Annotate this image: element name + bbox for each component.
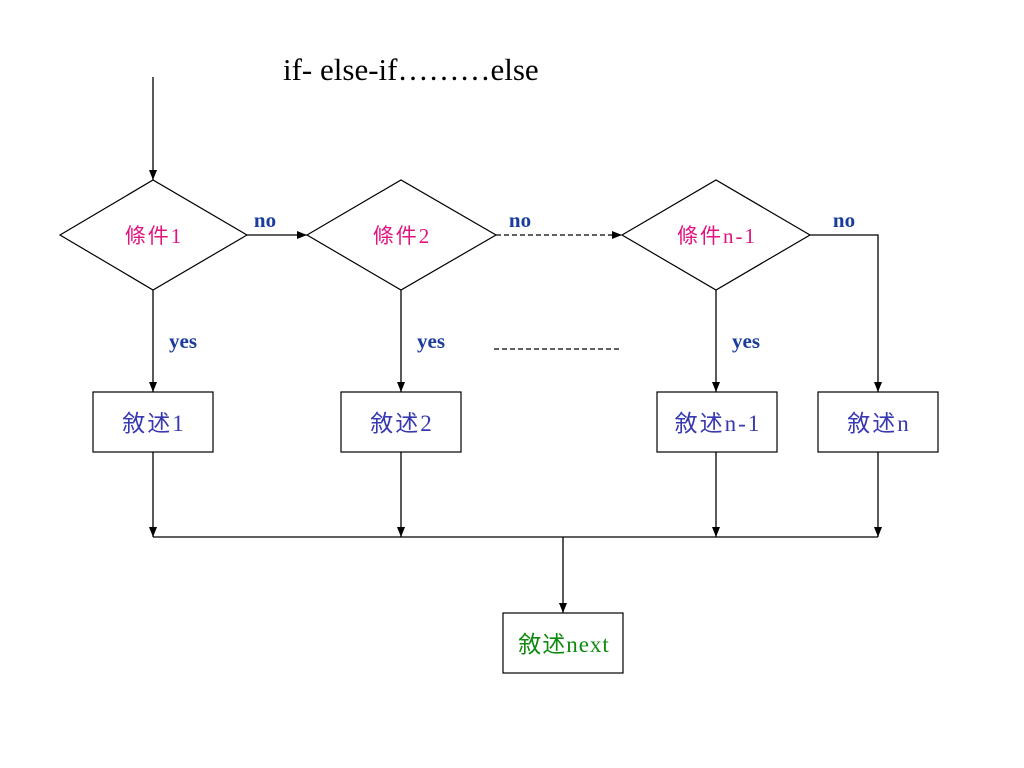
no-label-3: no xyxy=(833,208,855,232)
yes-label-2: yes xyxy=(417,329,445,353)
statement-2-label: 敘述2 xyxy=(370,411,434,436)
condition-2-label: 條件2 xyxy=(373,224,432,248)
statement-2: 敘述2 xyxy=(340,391,462,453)
condition-n-1: 條件n-1 xyxy=(620,179,812,291)
no-label-2: no xyxy=(509,208,531,232)
statement-n-1-label: 敘述n-1 xyxy=(675,411,762,436)
statement-next: 敘述next xyxy=(502,612,624,674)
statement-1-label: 敘述1 xyxy=(122,411,186,436)
yes-label-1: yes xyxy=(169,329,197,353)
no-arrow-3 xyxy=(810,234,882,392)
statement-next-label: 敘述next xyxy=(518,632,610,657)
statement-2-box xyxy=(340,391,462,453)
statement-n-label: 敘述n xyxy=(847,411,911,436)
statement-1-box xyxy=(92,391,214,453)
statement-n-1-box xyxy=(656,391,778,453)
statement-next-box xyxy=(502,612,624,674)
condition-1: 條件1 xyxy=(58,179,249,291)
yes-label-3: yes xyxy=(732,329,760,353)
statement-n-1: 敘述n-1 xyxy=(656,391,778,453)
statement-1: 敘述1 xyxy=(92,391,214,453)
condition-n-1-label: 條件n-1 xyxy=(677,224,757,248)
no-label-1: no xyxy=(254,208,276,232)
diagram-title: if- else-if………else xyxy=(283,52,539,87)
statement-n-box xyxy=(817,391,939,453)
statement-n: 敘述n xyxy=(817,391,939,453)
condition-1-label: 條件1 xyxy=(125,224,184,248)
condition-2: 條件2 xyxy=(305,179,498,291)
